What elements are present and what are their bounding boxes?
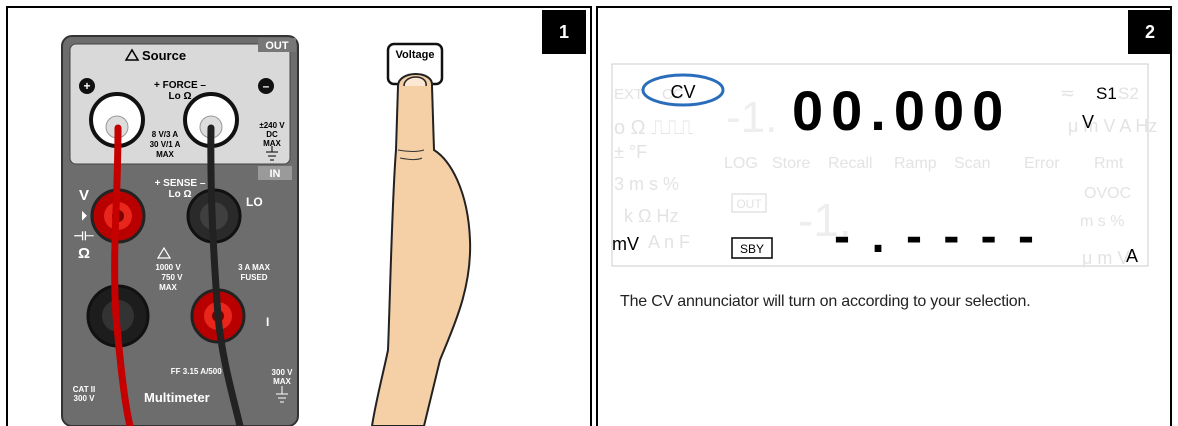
ghost-row-5: A n F xyxy=(648,232,690,252)
status-log: LOG xyxy=(724,155,758,172)
fuse-rating: FF 3.15 A/500 V xyxy=(171,367,230,376)
ovoc-annunciator: OVOC xyxy=(1084,185,1131,202)
fingernail xyxy=(403,76,427,87)
rating-left-2: 30 V/1 A xyxy=(150,140,181,149)
brand-label: Multimeter xyxy=(144,390,210,405)
input-rating-2: 750 V xyxy=(162,273,184,282)
status-recall: Recall xyxy=(828,155,872,172)
ghost-units-top: μ m V A Hz xyxy=(1068,116,1157,136)
ghost-bottom-units: μ m V xyxy=(1082,248,1129,268)
source-label: Source xyxy=(142,48,186,63)
voltage-key-label: Voltage xyxy=(396,49,435,61)
ghost-digit-sub: -1. xyxy=(798,194,852,246)
input-rating-1: 1000 V xyxy=(155,263,181,272)
plus-terminal-icon xyxy=(79,78,95,94)
multimeter-front-panel: OUT IN Source + – + FORCE – Lo Ω 8 V/3 A… xyxy=(61,35,299,426)
minus-terminal-icon xyxy=(258,78,274,94)
ghost-row-1: o Ω ⎍⎍⎍ xyxy=(614,117,693,139)
capacitor-icon: ⊣⊢ xyxy=(74,229,95,243)
rating-right-3: MAX xyxy=(263,139,281,148)
ac-dc-ghost-icon: ≂ xyxy=(1060,83,1075,103)
rating-right-2: DC xyxy=(266,130,278,139)
cc-annunciator: CC xyxy=(662,86,684,103)
rating-right-1: ±240 V xyxy=(259,121,285,130)
status-store: Store xyxy=(772,155,810,172)
step-2-caption: The CV annunciator will turn on accordin… xyxy=(620,293,1031,310)
force-sub-label: Lo Ω xyxy=(168,91,191,102)
v-label: V xyxy=(79,187,89,204)
unit-a: A xyxy=(1126,246,1138,266)
lcd-display: EXT CC o Ω ⎍⎍⎍ ± °F 3 m s % k Ω Hz A n F… xyxy=(611,63,1157,268)
lcd-frame xyxy=(611,63,1149,267)
voltage-key-press: Voltage xyxy=(370,42,472,426)
status-error: Error xyxy=(1024,155,1060,172)
red-test-lead xyxy=(111,124,134,426)
svg-text:+: + xyxy=(83,79,90,93)
svg-text:–: – xyxy=(263,79,270,93)
s2-annunciator: S2 xyxy=(1118,84,1139,103)
unit-v: V xyxy=(1082,112,1094,132)
in-tab xyxy=(258,166,292,180)
out-tab xyxy=(258,38,296,52)
mv-unit: mV xyxy=(612,234,639,254)
status-ramp: Ramp xyxy=(894,155,937,172)
main-reading: 00.000 xyxy=(792,79,1011,142)
fuse-label-1: 3 A MAX xyxy=(238,263,271,272)
status-rmt: Rmt xyxy=(1094,155,1124,172)
s1-annunciator: S1 xyxy=(1096,84,1117,103)
warning-triangle-icon xyxy=(124,48,140,61)
ms-pct-ghost: m s % xyxy=(1080,213,1124,230)
ghost-row-2: ± °F xyxy=(614,142,647,162)
force-label: + FORCE – xyxy=(154,80,206,91)
lo-label: LO xyxy=(246,195,263,209)
bottom-rating-2: MAX xyxy=(273,377,291,386)
cat-rating-2: 300 V xyxy=(74,394,96,403)
omega-label: Ω xyxy=(78,245,90,262)
sub-reading: - . - - - - xyxy=(834,210,1038,263)
rating-left-1: 8 V/3 A xyxy=(152,130,179,139)
ghost-row-4: k Ω Hz xyxy=(624,206,678,226)
in-tag: IN xyxy=(270,168,281,180)
input-rating-3: MAX xyxy=(159,283,177,292)
cv-highlight-ellipse xyxy=(641,73,725,107)
cat-rating-1: CAT II xyxy=(73,385,96,394)
status-scan: Scan xyxy=(954,155,990,172)
sby-box xyxy=(731,237,773,259)
out-ghost-label: OUT xyxy=(736,197,762,211)
pointing-finger xyxy=(370,73,472,426)
bottom-rating-1: 300 V xyxy=(272,368,294,377)
ext-annunciator: EXT xyxy=(614,86,643,103)
ghost-digit-main: -1. xyxy=(726,93,777,142)
black-test-lead xyxy=(207,124,244,426)
bottom-ground-icon xyxy=(276,386,288,403)
fuse-label-2: FUSED xyxy=(240,273,267,282)
ground-icon xyxy=(266,146,278,161)
sense-sub-label: Lo Ω xyxy=(168,189,191,200)
i-label: I xyxy=(266,315,269,329)
step-number-2: 2 xyxy=(1128,10,1172,54)
diode-icon: ⏵ xyxy=(81,209,87,223)
sby-annunciator: SBY xyxy=(740,242,764,256)
sense-label: + SENSE – xyxy=(155,178,206,189)
step-number-1: 1 xyxy=(542,10,586,54)
input-warning-icon xyxy=(156,246,172,259)
rating-left-3: MAX xyxy=(156,150,174,159)
out-tag: OUT xyxy=(265,40,289,52)
cv-annunciator: CV xyxy=(670,82,695,102)
out-ghost-box xyxy=(731,193,767,213)
status-bar: LOG Store Recall Ramp Scan Error Rmt xyxy=(724,155,1124,172)
ghost-row-3: 3 m s % xyxy=(614,174,679,194)
